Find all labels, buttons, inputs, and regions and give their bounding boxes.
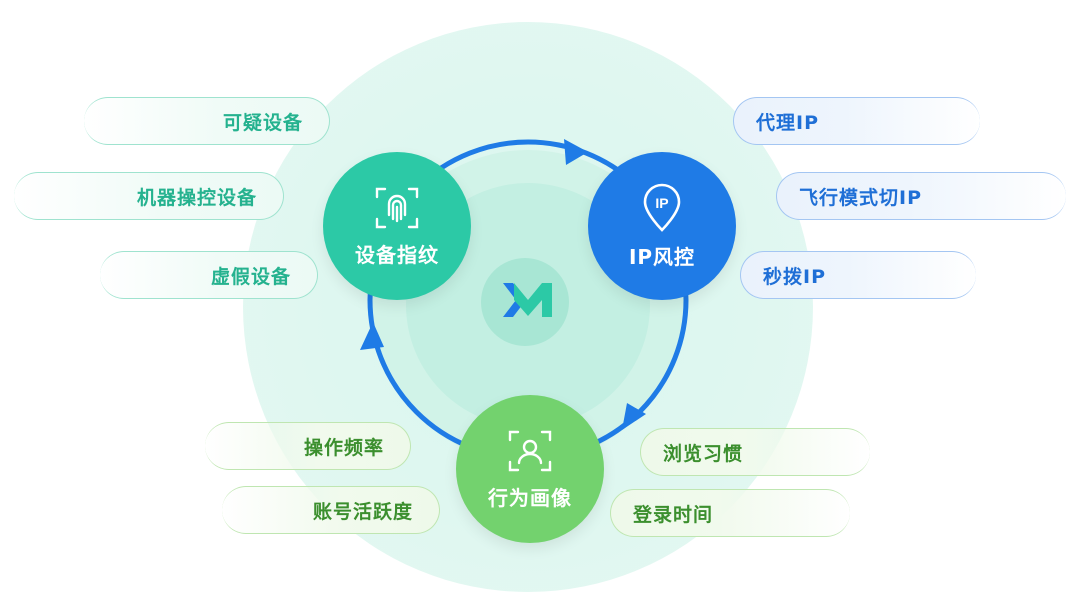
m-logo-icon <box>503 283 552 317</box>
device-tag: 虚假设备 <box>100 251 318 299</box>
node-behavior-profile: 行为画像 <box>456 395 604 543</box>
ip-tag-label: 代理IP <box>756 111 819 134</box>
node-behavior-label: 行为画像 <box>488 485 572 510</box>
device-tag-label: 可疑设备 <box>222 111 303 134</box>
behavior-tag: 账号活跃度 <box>222 486 440 534</box>
device-tag: 机器操控设备 <box>14 172 284 220</box>
fingerprint-icon <box>375 187 419 228</box>
ip-tag-label: 飞行模式切IP <box>799 186 922 209</box>
arrow-to-device-icon <box>360 322 384 350</box>
arrow-to-ip-icon <box>564 139 588 165</box>
node-device-label: 设备指纹 <box>355 242 439 267</box>
face-scan-icon <box>508 430 552 471</box>
behavior-tag-label: 操作频率 <box>303 436 384 459</box>
behavior-tag: 浏览习惯 <box>640 428 870 476</box>
ip-tag: 飞行模式切IP <box>776 172 1066 220</box>
node-device-fingerprint: 设备指纹 <box>323 152 471 300</box>
device-tag: 可疑设备 <box>84 97 330 145</box>
device-tag-label: 虚假设备 <box>210 265 291 288</box>
arrow-to-behavior-icon <box>622 403 646 430</box>
ip-tag: 代理IP <box>733 97 980 145</box>
ip-tag: 秒拨IP <box>740 251 976 299</box>
svg-text:IP: IP <box>655 195 668 211</box>
behavior-tag-label: 浏览习惯 <box>663 442 744 465</box>
node-ip-label: IP风控 <box>628 244 696 269</box>
behavior-tag-label: 登录时间 <box>633 503 714 526</box>
behavior-tag: 登录时间 <box>610 489 850 537</box>
behavior-tag: 操作频率 <box>205 422 411 470</box>
behavior-tag-label: 账号活跃度 <box>312 500 413 523</box>
location-pin-ip-icon: IP <box>643 183 681 232</box>
node-ip-risk: IP IP风控 <box>588 152 736 300</box>
device-tag-label: 机器操控设备 <box>136 186 257 209</box>
ip-tag-label: 秒拨IP <box>763 265 826 288</box>
